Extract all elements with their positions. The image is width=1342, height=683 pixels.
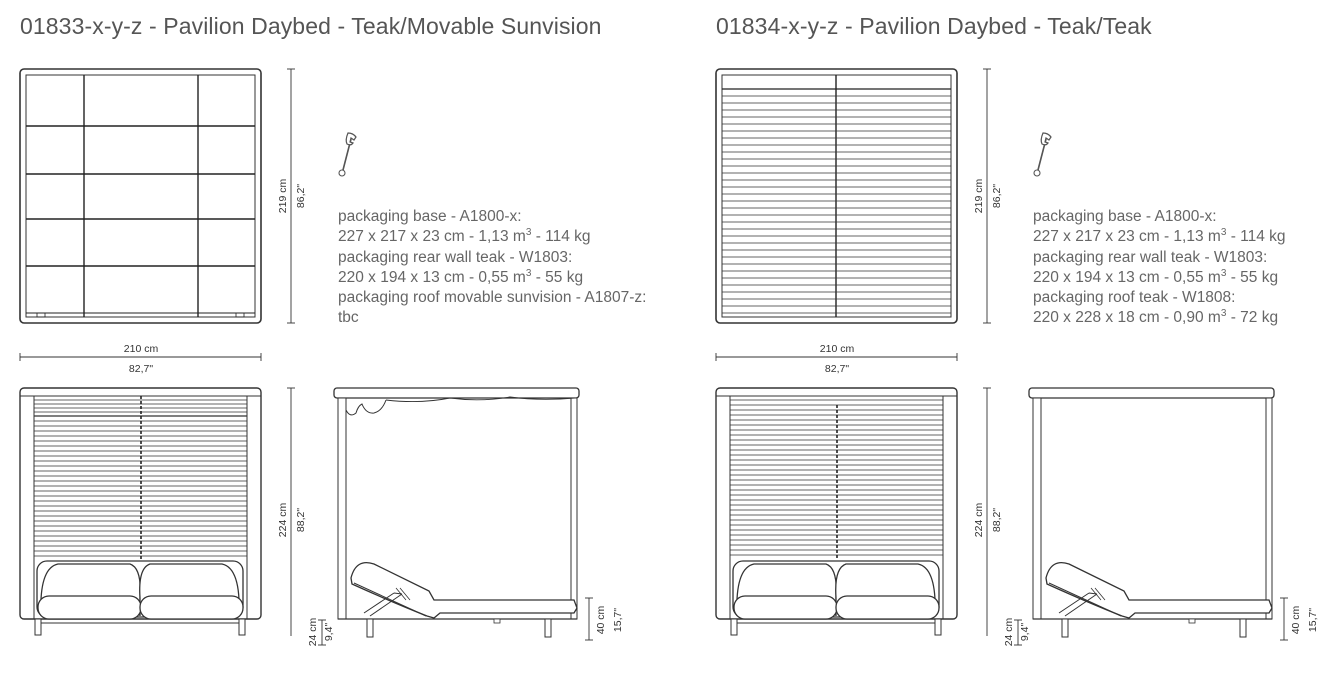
front-view-right [715,387,958,636]
base-dimension-right: 24 cm 9,4" [1003,617,1031,646]
depth-cm-label: 219 cm [973,179,985,214]
wrench-icon [338,132,357,177]
packaging-line: 227 x 217 x 23 cm - 1,13 m3 - 114 kg [1033,227,1286,246]
depth-cm-label: 219 cm [277,179,289,214]
width-dimension-left: 210 cm 82,7" [19,343,262,375]
packaging-line: packaging base - A1800-x: [338,208,522,225]
packaging-line: packaging roof movable sunvision - A1807… [338,289,647,307]
packaging-line: packaging roof teak - W1808: [1033,289,1236,307]
base-in-label: 9,4" [323,623,335,642]
seat-in-label: 15,7" [1307,608,1319,632]
packaging-line: tbc [338,309,359,327]
width-in-label: 82,7" [129,363,153,375]
top-view-left [19,68,262,324]
width-in-label: 82,7" [825,363,849,375]
side-view-right [1028,387,1275,638]
depth-dimension-left: 219 cm 86,2" [277,68,307,324]
height-in-label: 88,2" [991,508,1003,532]
seat-cm-label: 40 cm [595,605,607,634]
seat-dimension-right: 40 cm 15,7" [1280,597,1319,641]
front-view-left [19,387,262,636]
height-dimension-right: 224 cm 88,2" [973,387,1003,636]
packaging-line: 220 x 194 x 13 cm - 0,55 m3 - 55 kg [338,267,584,286]
base-cm-label: 24 cm [307,617,319,646]
seat-cm-label: 40 cm [1290,605,1302,634]
depth-dimension-right: 219 cm 86,2" [973,68,1003,324]
side-view-left [333,387,580,638]
packaging-line: packaging base - A1800-x: [1033,208,1217,225]
seat-in-label: 15,7" [612,608,624,632]
product-title-right: 01834-x-y-z - Pavilion Daybed - Teak/Tea… [716,13,1152,39]
depth-in-label: 86,2" [991,184,1003,208]
depth-in-label: 86,2" [295,184,307,208]
height-cm-label: 224 cm [277,503,289,538]
packaging-line: packaging rear wall teak - W1803: [338,248,573,266]
height-cm-label: 224 cm [973,503,985,538]
packaging-line: packaging rear wall teak - W1803: [1033,248,1268,266]
packaging-line: 220 x 194 x 13 cm - 0,55 m3 - 55 kg [1033,267,1279,286]
packaging-line: 227 x 217 x 23 cm - 1,13 m3 - 114 kg [338,227,591,246]
width-dimension-right: 210 cm 82,7" [715,343,958,375]
seat-dimension-left: 40 cm 15,7" [585,597,624,641]
top-view-right [715,68,958,324]
packaging-info-left: packaging base - A1800-x: 227 x 217 x 23… [338,207,646,329]
packaging-line: 220 x 228 x 18 cm - 0,90 m3 - 72 kg [1033,308,1279,327]
base-dimension-left: 24 cm 9,4" [307,617,335,646]
base-cm-label: 24 cm [1003,617,1015,646]
wrench-icon [1033,132,1052,177]
width-cm-label: 210 cm [124,343,159,355]
base-in-label: 9,4" [1019,623,1031,642]
height-dimension-left: 224 cm 88,2" [277,387,307,636]
packaging-info-right: packaging base - A1800-x: 227 x 217 x 23… [1033,207,1286,329]
product-title-left: 01833-x-y-z - Pavilion Daybed - Teak/Mov… [20,13,602,39]
height-in-label: 88,2" [295,508,307,532]
width-cm-label: 210 cm [820,343,855,355]
